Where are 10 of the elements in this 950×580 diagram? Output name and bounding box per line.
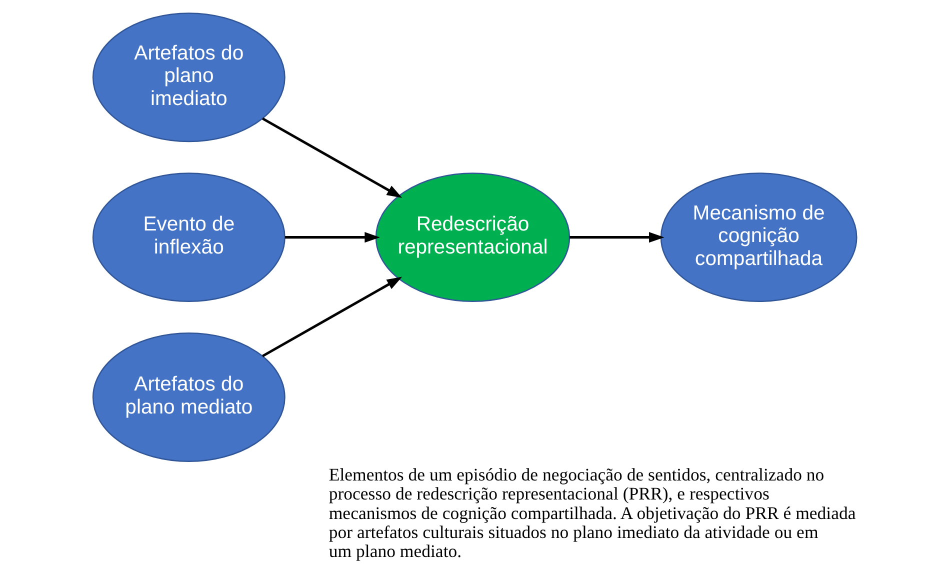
node-ellipse: Redescrição representacional <box>375 172 570 302</box>
node-ellipse: Artefatos do plano imediato <box>92 12 286 142</box>
arrow <box>570 232 664 243</box>
node-ellipse: Evento de inflexão <box>92 172 286 302</box>
caption: Elementos de um episódio de negociação de sentidos, centralizado no processo de redescrição representacional (PRR), e respectivos mecanismos de cognição compartilhada. A objetivação do PRR é mediada por artefatos culturais situados no plano imediato da atividade ou em um plano mediato. <box>328 464 856 561</box>
node-ellipse: Artefatos do plano mediato <box>92 332 286 462</box>
node-ellipse: Mecanismo de cognição compartilhada <box>660 172 858 302</box>
arrow <box>262 117 402 198</box>
arrow <box>262 276 402 358</box>
arrow <box>285 232 380 243</box>
